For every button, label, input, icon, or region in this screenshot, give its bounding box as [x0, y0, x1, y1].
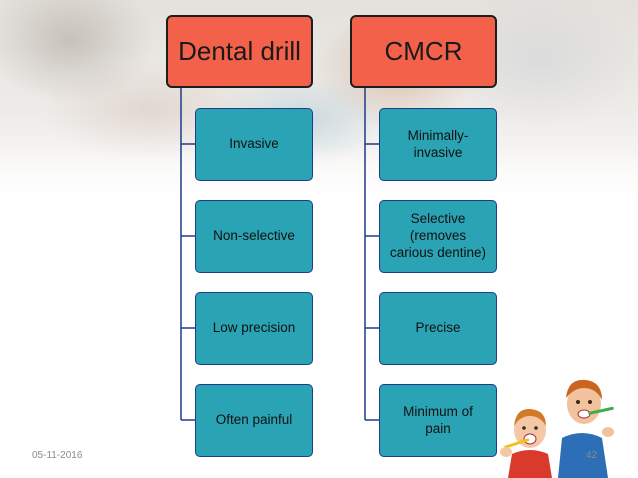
- cmcr-item-selective: Selective (removes carious dentine): [379, 200, 497, 273]
- small-boy-hair: [514, 408, 546, 426]
- drill-item-often-painful: Often painful: [195, 384, 313, 457]
- kids-brushing-teeth-illustration: [500, 379, 614, 478]
- slide-date: 05-11-2016: [32, 450, 83, 461]
- drill-item-invasive: Invasive: [195, 108, 313, 181]
- cmcr-item-minimum-of-pain: Minimum of pain: [379, 384, 497, 457]
- drill-item-non-selective: Non-selective: [195, 200, 313, 273]
- drill-item-low-precision: Low precision: [195, 292, 313, 365]
- boy-hair: [566, 379, 602, 400]
- slide-page-number: 42: [586, 450, 598, 461]
- boy-blue-shirt: [558, 433, 608, 478]
- photo-fade: [0, 150, 638, 210]
- cmcr-item-precise: Precise: [379, 292, 497, 365]
- boy-red-shirt: [508, 450, 552, 478]
- small-boy-face: [514, 412, 546, 448]
- cmcr-header: CMCR: [350, 15, 497, 88]
- dental-drill-header: Dental drill: [166, 15, 313, 88]
- toothbrush-green: [588, 406, 614, 415]
- cmcr-item-minimally-invasive: Minimally- invasive: [379, 108, 497, 181]
- toothbrush-yellow: [504, 438, 530, 449]
